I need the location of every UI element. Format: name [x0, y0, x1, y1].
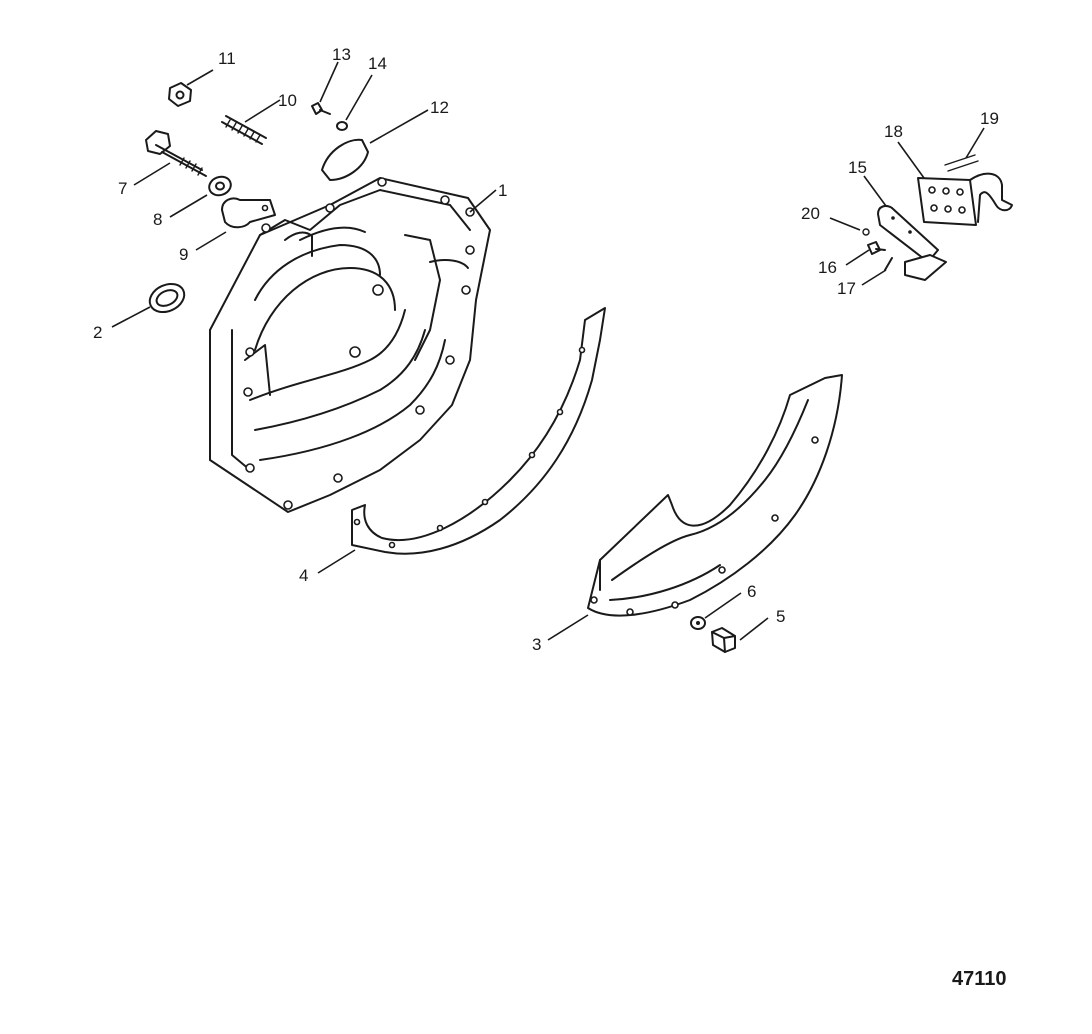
callout-1: 1 [498, 181, 507, 200]
callout-9: 9 [179, 245, 188, 264]
figure-number: 47110 [952, 968, 1007, 990]
mounting-bracket [877, 205, 947, 281]
cover-bolt [711, 627, 736, 653]
wire-clip [944, 154, 1013, 223]
cable-clamp [221, 197, 276, 229]
access-cover [321, 138, 369, 181]
callout-15: 15 [848, 158, 867, 177]
callout-11: 11 [218, 49, 236, 68]
callout-17: 17 [837, 279, 856, 298]
lockwasher [336, 121, 348, 131]
callout-6: 6 [747, 582, 756, 601]
callout-4: 4 [299, 566, 308, 585]
callout-labels: 1 2 3 4 5 6 7 8 9 10 11 12 13 14 15 16 1… [93, 45, 999, 654]
callout-13: 13 [332, 45, 351, 64]
callout-19: 19 [980, 109, 999, 128]
hex-nut [168, 82, 192, 107]
hex-bolt [145, 130, 207, 177]
callout-5: 5 [776, 607, 785, 626]
cover-screw [311, 102, 331, 115]
callout-10: 10 [278, 91, 297, 110]
cover-plate [587, 374, 843, 617]
housing-gasket [351, 307, 606, 555]
bracket-pin [884, 257, 893, 271]
callout-7: 7 [118, 179, 127, 198]
bolt-washer [208, 175, 232, 197]
small-screw [862, 228, 870, 236]
leader-lines [111, 61, 985, 641]
callout-20: 20 [801, 204, 820, 223]
terminal-block [917, 177, 977, 226]
callout-8: 8 [153, 210, 162, 229]
callout-14: 14 [368, 54, 387, 73]
oil-seal [148, 282, 186, 314]
callout-3: 3 [532, 635, 541, 654]
callout-16: 16 [818, 258, 837, 277]
flywheel-housing [209, 177, 491, 513]
cover-washer [690, 616, 706, 630]
stud [221, 115, 267, 145]
callout-2: 2 [93, 323, 102, 342]
callout-12: 12 [430, 98, 449, 117]
callout-18: 18 [884, 122, 903, 141]
bracket-bolt [867, 241, 886, 255]
